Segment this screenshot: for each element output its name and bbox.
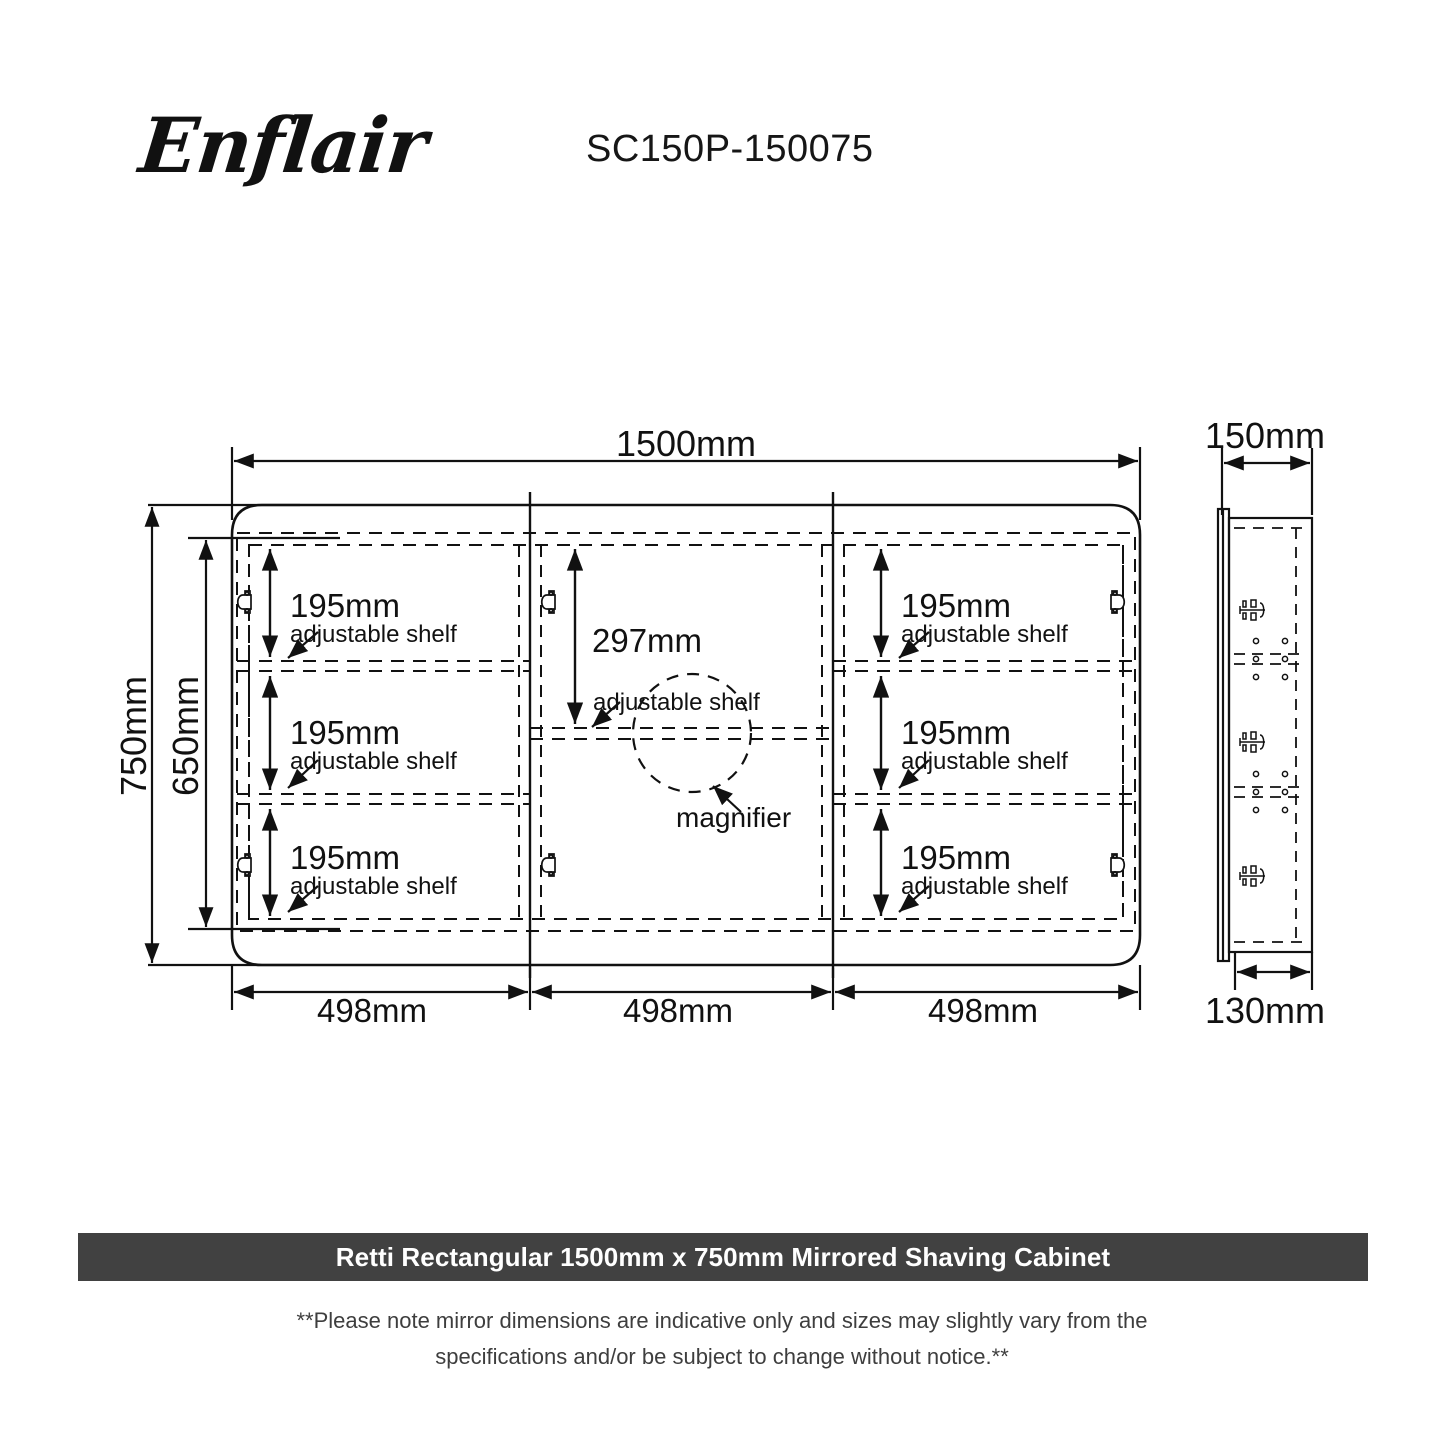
side-view-hinge-symbols (1239, 599, 1265, 887)
label-width-1500: 1500mm (616, 423, 756, 464)
label-left-shelf-3-size: 195mm (290, 839, 400, 876)
label-right-shelf-3-size: 195mm (901, 839, 1011, 876)
leader-arrows-right (898, 631, 930, 913)
label-right-shelf-2-note: adjustable shelf (901, 748, 1068, 775)
side-view-cabinet-body (1227, 516, 1314, 954)
label-left-shelf-2-note: adjustable shelf (290, 748, 457, 775)
shelf-lines-right (833, 660, 1135, 805)
side-view-shelf-lines (1234, 653, 1300, 798)
label-right-shelf-2-size: 195mm (901, 714, 1011, 751)
label-height-650: 650mm (165, 676, 206, 796)
leader-arrow-magnifier (712, 785, 742, 813)
hinge-symbols-front (236, 590, 1126, 877)
dimension-width-1500 (230, 447, 1142, 520)
dimension-height-650 (188, 536, 340, 931)
side-view-inner-dashed (1234, 527, 1306, 943)
label-depth-150: 150mm (1205, 415, 1325, 456)
label-left-shelf-3-note: adjustable shelf (290, 873, 457, 900)
disclaimer-line-2: specifications and/or be subject to chan… (435, 1344, 1009, 1370)
label-height-750: 750mm (113, 676, 154, 796)
leader-arrows-left (287, 631, 319, 913)
label-section-width-3: 498mm (928, 992, 1038, 1029)
shelf-lines-left (237, 660, 530, 805)
label-left-shelf-1-note: adjustable shelf (290, 621, 457, 648)
footer-title: Retti Rectangular 1500mm x 750mm Mirrore… (335, 1241, 1111, 1272)
footer-disclaimer: **Please note mirror dimensions are indi… (222, 1303, 1222, 1376)
label-section-width-2: 498mm (623, 992, 733, 1029)
dimension-depth-150 (1220, 448, 1314, 515)
label-right-shelf-3-note: adjustable shelf (901, 873, 1068, 900)
leader-arrow-center (591, 701, 621, 728)
cabinet-outline (230, 503, 1142, 967)
footer-banner: Retti Rectangular 1500mm x 750mm Mirrore… (78, 1233, 1368, 1281)
side-view-shelf-pin-holes (1252, 637, 1289, 814)
label-magnifier: magnifier (676, 802, 791, 833)
label-section-width-1: 498mm (317, 992, 427, 1029)
label-left-shelf-2-size: 195mm (290, 714, 400, 751)
model-number: SC150P-150075 (586, 128, 874, 170)
side-view-mirror-panel (1216, 507, 1231, 963)
label-right-shelf-1-size: 195mm (901, 587, 1011, 624)
label-depth-130: 130mm (1205, 990, 1325, 1031)
dimension-sections-bottom (230, 965, 1142, 1010)
label-right-shelf-1-note: adjustable shelf (901, 621, 1068, 648)
center-section-inner-walls (540, 545, 823, 919)
magnifier-circle (631, 672, 753, 794)
label-left-shelf-1-size: 195mm (290, 587, 400, 624)
shelf-lines-center (530, 727, 833, 740)
label-center-shelf-size: 297mm (592, 622, 702, 659)
dimension-depth-130 (1233, 952, 1314, 990)
label-center-shelf-note: adjustable shelf (593, 689, 760, 716)
disclaimer-line-1: **Please note mirror dimensions are indi… (296, 1308, 1148, 1333)
technical-drawing: 1500mm 750mm 650mm 195mm adjustable shel… (113, 415, 1325, 1031)
